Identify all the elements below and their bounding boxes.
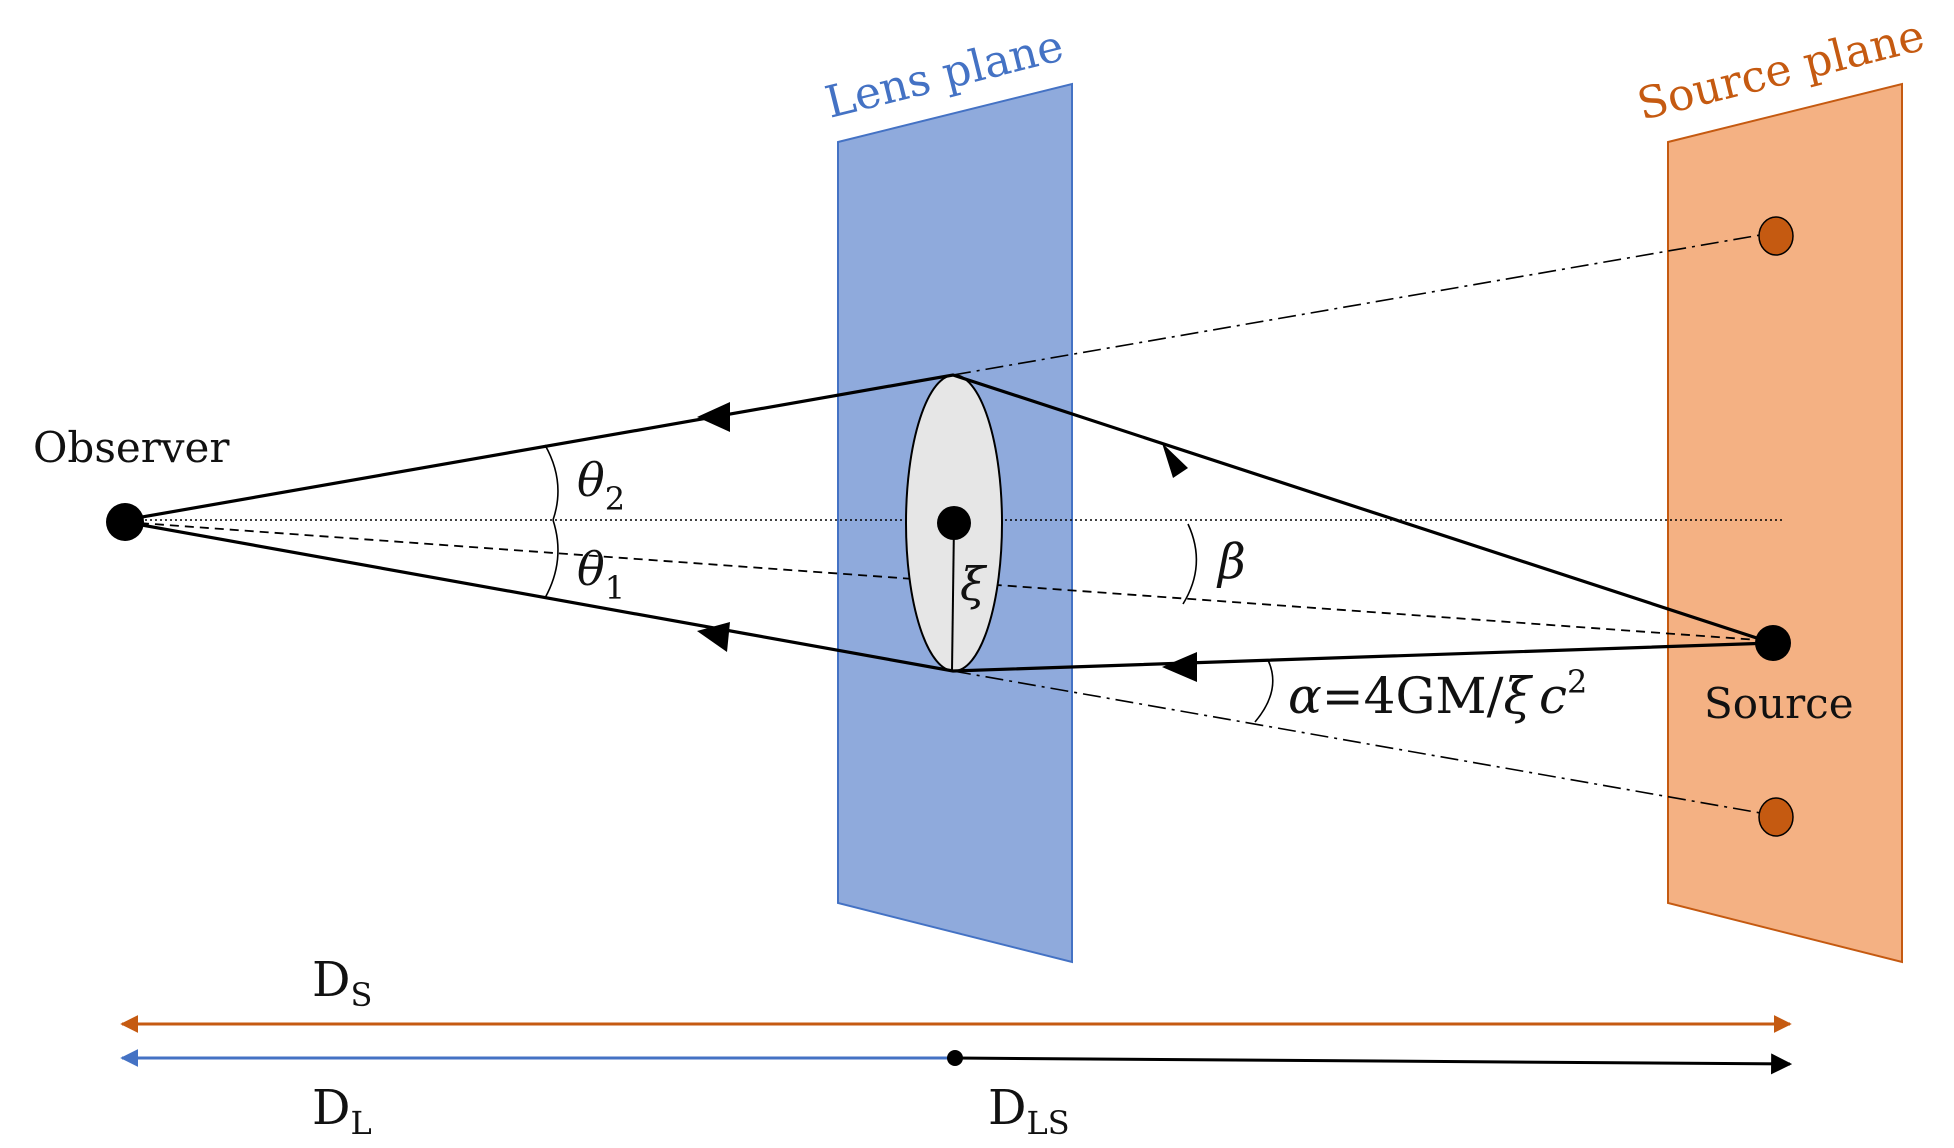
lens-center-dot [937, 506, 971, 540]
theta1-label: θ1 [577, 542, 625, 607]
xi-label: ξ [960, 557, 988, 611]
lower-light-ray [124, 520, 1773, 673]
ds-label: DS [312, 952, 372, 1014]
theta2-subscript: 2 [605, 480, 625, 518]
lower-image-sightline [952, 670, 1773, 816]
theta1-arc [544, 519, 559, 599]
upper-ray-arrow-left [697, 402, 730, 432]
dl-dls-junction-dot [947, 1050, 963, 1066]
alpha-arc [1254, 659, 1274, 723]
source-dot [1755, 625, 1791, 661]
dl-subscript: L [350, 1104, 371, 1142]
beta-arc [1182, 523, 1198, 605]
theta1-subscript: 1 [605, 569, 625, 607]
theta2-arc [544, 444, 559, 521]
beta-label: β [1216, 534, 1246, 590]
dls-label: DLS [988, 1080, 1070, 1142]
upper-image-dot [1758, 216, 1794, 256]
source-label: Source [1704, 679, 1854, 728]
dls-subscript: LS [1026, 1104, 1069, 1142]
theta2-label: θ2 [577, 453, 625, 518]
lower-ray-arrow-right [1162, 652, 1197, 682]
upper-light-ray [124, 373, 1773, 645]
ds-subscript: S [350, 976, 372, 1014]
dl-label: DL [312, 1080, 372, 1142]
lower-ray-arrow-left [697, 622, 730, 652]
source-plane [1667, 82, 1903, 964]
impact-parameter-line [951, 522, 955, 672]
dls-arrow [954, 1053, 1793, 1075]
upper-image-sightline [952, 232, 1773, 376]
observer-dot [106, 503, 144, 541]
observer-label: Observer [33, 423, 230, 472]
upper-ray-arrow-right [1162, 443, 1188, 478]
lower-image-dot [1758, 797, 1794, 837]
